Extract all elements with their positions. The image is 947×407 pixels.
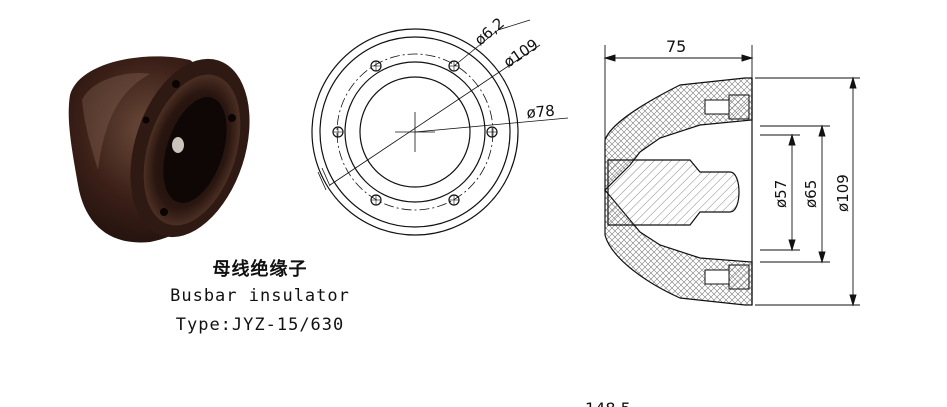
inner-circle [359, 76, 471, 188]
leader-hole [453, 29, 499, 67]
top-thread-insert [704, 99, 730, 115]
middle-circle [344, 61, 486, 203]
bottom-thread-insert [704, 269, 730, 285]
dim-57-label: ø57 [772, 180, 790, 208]
dim-65-label: ø65 [802, 180, 820, 208]
rim-hole [160, 208, 168, 216]
dim-length-label: 75 [666, 37, 686, 56]
product-name-chinese: 母线绝缘子 [212, 259, 308, 280]
dim-length [603, 45, 754, 190]
leader-outer [329, 44, 541, 186]
rim-hole [172, 80, 180, 88]
outer-circle [311, 28, 519, 236]
section-insert [607, 159, 740, 226]
product-type: Type:JYZ-15/630 [175, 315, 345, 335]
rim-hole [228, 114, 236, 122]
section-view [604, 77, 753, 306]
metal-insert [172, 137, 184, 153]
dim-outer-diameter: ø109 [500, 35, 541, 71]
front-view [311, 19, 569, 236]
product-name-english: Busbar insulator [170, 286, 350, 306]
dim-109-label: ø109 [834, 174, 852, 212]
bolt-holes [332, 60, 498, 206]
body-highlight [82, 73, 150, 170]
leader-inner [414, 117, 569, 133]
dim-inner-diameter: ø78 [526, 102, 556, 122]
product-illustration [68, 56, 250, 243]
insulator-cavity [163, 96, 227, 204]
dim-hole-diameter: ø6,2 [471, 14, 508, 49]
outer-circle-2 [319, 36, 511, 228]
bottom-fragment-label: 148,5 [585, 399, 631, 407]
vertical-dimensions [755, 76, 860, 307]
rim-hole [142, 116, 150, 124]
